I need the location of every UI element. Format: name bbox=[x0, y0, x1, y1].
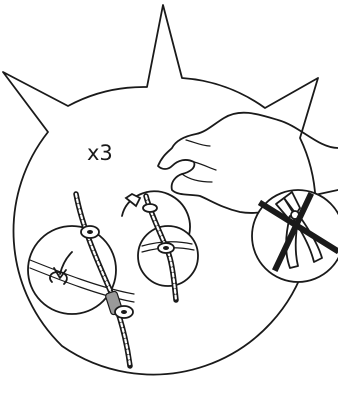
cable-center-detail bbox=[122, 191, 198, 300]
quantity-label: x3 bbox=[87, 141, 113, 165]
starburst-outline bbox=[3, 5, 318, 375]
prohibited-tool-group bbox=[252, 190, 338, 282]
